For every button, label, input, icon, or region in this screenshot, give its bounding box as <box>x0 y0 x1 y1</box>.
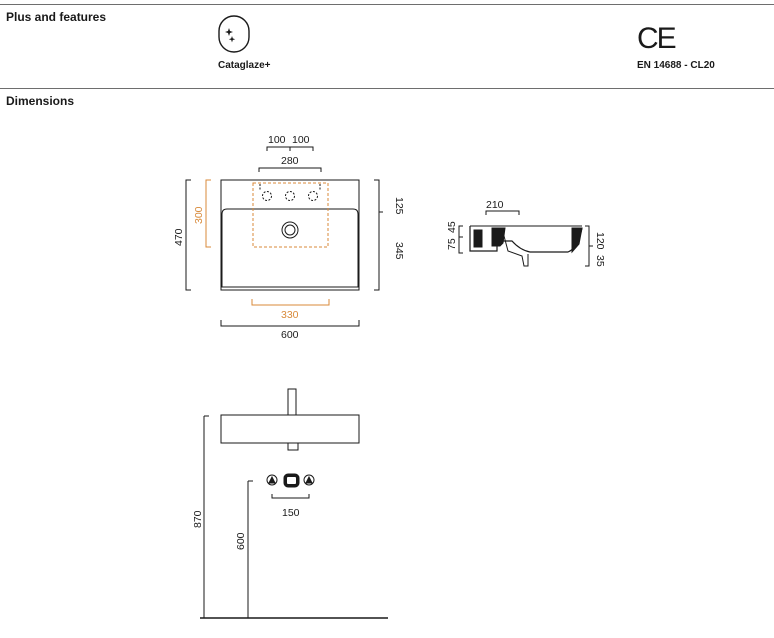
dim-height-a: 75 <box>446 238 458 250</box>
standard-label: EN 14688 - CL20 <box>637 60 715 71</box>
dim-tap-spacing-b: 100 <box>292 134 310 146</box>
dim-depth-total: 470 <box>173 228 185 246</box>
dim-front-depth: 345 <box>393 242 405 260</box>
top-rule <box>0 4 774 5</box>
section-view-drawing <box>458 210 593 267</box>
dim-floor-to-waste: 600 <box>235 532 247 550</box>
middle-rule <box>0 88 774 89</box>
cataglaze-label: Cataglaze+ <box>218 60 271 71</box>
dim-height-b: 45 <box>446 221 458 233</box>
ce-mark-icon: CE <box>637 22 677 55</box>
dim-floor-to-rim: 870 <box>192 510 204 528</box>
dim-tap-spacing-a: 100 <box>268 134 286 146</box>
dim-inner-width: 210 <box>486 199 504 211</box>
cataglaze-icon <box>218 15 250 53</box>
dim-rear-deck: 125 <box>393 197 405 215</box>
dim-width-total: 600 <box>281 329 299 341</box>
top-view-drawing <box>185 146 383 327</box>
front-view-drawing <box>200 388 388 619</box>
dim-height-d: 120 <box>594 232 606 250</box>
dim-waste-spacing: 150 <box>282 507 300 519</box>
dim-tap-span: 280 <box>281 155 299 167</box>
dim-height-c: 35 <box>594 255 606 267</box>
dim-bowl-depth: 300 <box>193 206 205 224</box>
dim-bowl-width: 330 <box>281 309 299 321</box>
plus-features-heading: Plus and features <box>6 10 107 24</box>
dimensions-heading: Dimensions <box>6 94 75 108</box>
